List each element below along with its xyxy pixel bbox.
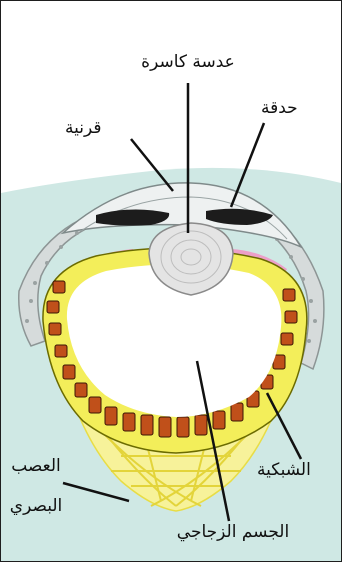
label-pupil: حدقة — [261, 99, 298, 119]
label-optic-nerve-line2: البصري — [5, 497, 67, 517]
label-cornea: قرنية — [65, 119, 101, 139]
label-optic-nerve-line1: العصب — [5, 457, 67, 477]
label-vitreous: الجسم الزجاجي — [143, 523, 323, 543]
label-retina: الشبكية — [257, 461, 311, 481]
label-lens: عدسة كاسرة — [113, 53, 263, 73]
